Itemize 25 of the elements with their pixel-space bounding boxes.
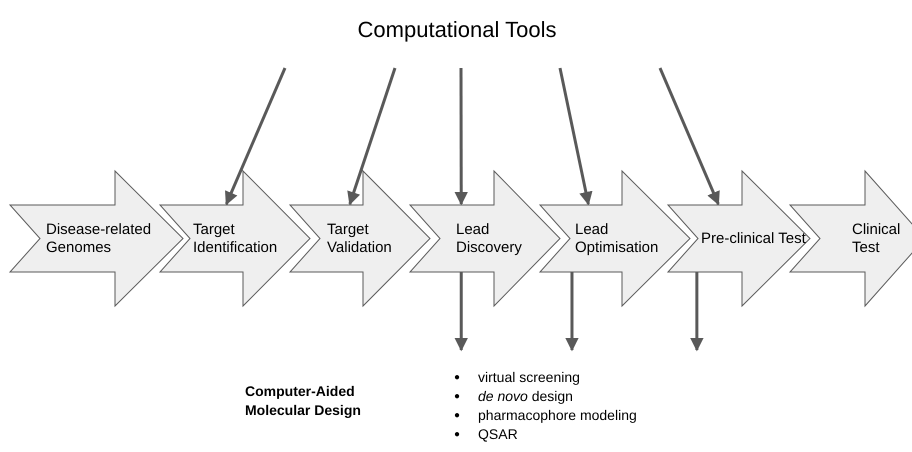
bullet: ● bbox=[454, 390, 460, 404]
arrow bbox=[658, 67, 720, 206]
step-label: Target Identification bbox=[193, 220, 278, 256]
arrow bbox=[565, 272, 579, 352]
arrow bbox=[454, 68, 468, 206]
note-text: Computer-Aided Molecular Design bbox=[245, 382, 362, 420]
arrow bbox=[558, 68, 592, 206]
list-item: QSAR bbox=[478, 425, 518, 444]
list-item: de novo design bbox=[478, 387, 573, 406]
arrow bbox=[690, 272, 704, 352]
step-label: Clinical Test bbox=[852, 220, 902, 256]
step-label: Disease-related Genomes bbox=[46, 220, 152, 256]
bullet: ● bbox=[454, 371, 460, 385]
step-label: Pre-clinical Test bbox=[701, 230, 806, 248]
arrow bbox=[225, 67, 286, 206]
step-label: Lead Discovery bbox=[456, 220, 523, 256]
bullet: ● bbox=[454, 428, 460, 442]
heading-text: Computational Tools bbox=[358, 17, 556, 43]
bullet: ● bbox=[454, 409, 460, 423]
list-item: virtual screening bbox=[478, 368, 580, 387]
step-label: Lead Optimisation bbox=[575, 220, 660, 256]
arrow bbox=[347, 68, 396, 206]
step-label: Target Validation bbox=[327, 220, 393, 256]
arrow bbox=[454, 272, 468, 352]
list-item: pharmacophore modeling bbox=[478, 406, 637, 425]
